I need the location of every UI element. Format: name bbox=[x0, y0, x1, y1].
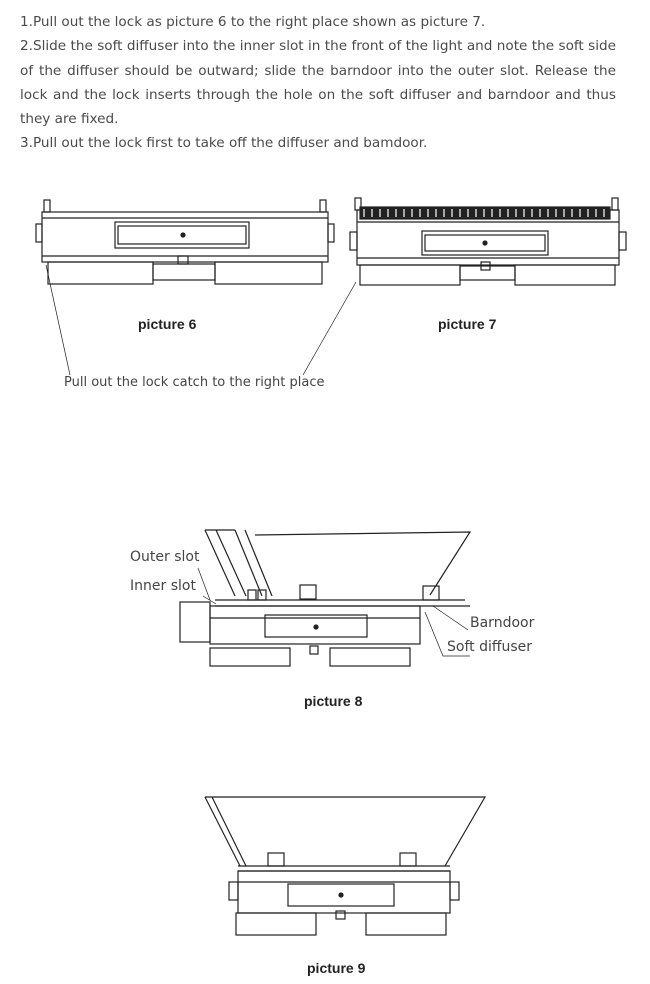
lock-caption: Pull out the lock catch to the right pla… bbox=[64, 375, 325, 390]
light-drawing-picture-9 bbox=[204, 796, 487, 936]
picture-7-label: picture 7 bbox=[438, 316, 497, 332]
picture-6-label: picture 6 bbox=[138, 316, 197, 332]
soft-diffuser-label: Soft diffuser bbox=[447, 639, 533, 655]
light-drawing-picture-6 bbox=[35, 199, 335, 376]
light-drawing-picture-8 bbox=[179, 529, 472, 667]
inner-slot-label: Inner slot bbox=[130, 578, 196, 594]
step-1: 1.Pull out the lock as picture 6 to the … bbox=[20, 14, 486, 30]
outer-slot-label: Outer slot bbox=[130, 549, 200, 565]
light-drawing-picture-7 bbox=[302, 197, 627, 376]
picture-9-label: picture 9 bbox=[307, 960, 366, 976]
barndoor-label: Barndoor bbox=[470, 615, 535, 631]
step-2: 2.Slide the soft diffuser into the inner… bbox=[20, 38, 616, 128]
picture-8-label: picture 8 bbox=[304, 693, 363, 709]
instructions: 1.Pull out the lock as picture 6 to the … bbox=[20, 10, 616, 156]
step-3: 3.Pull out the lock first to take off th… bbox=[20, 135, 428, 152]
